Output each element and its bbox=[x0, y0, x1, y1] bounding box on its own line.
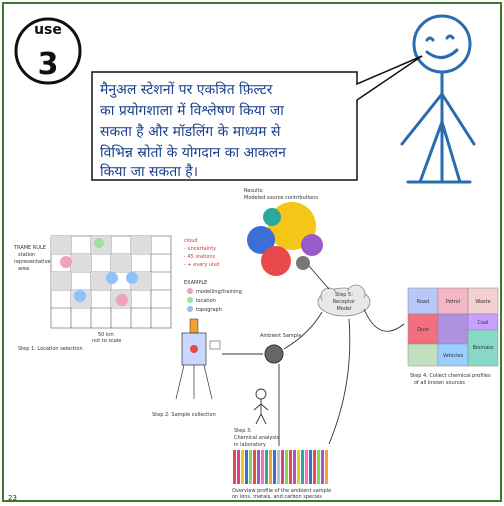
speech-line: सकता है और मॉडलिंग के माध्यम से bbox=[100, 123, 281, 140]
speech-line: मैनुअल स्टेशनों पर एकत्रित फ़िल्टर bbox=[100, 81, 273, 98]
overview-label: Overview profile of the ambient sample bbox=[232, 488, 331, 494]
grid-title: representative bbox=[14, 259, 50, 265]
speech-line: विभिन्न स्रोतों के योगदान का आकलन bbox=[100, 144, 286, 161]
sample-item: topograph bbox=[196, 307, 222, 313]
legend-item: - + every ulsd bbox=[184, 262, 219, 268]
sampler-station bbox=[175, 318, 221, 400]
step3-label: in laboratory bbox=[234, 442, 266, 448]
legend-item: - uncertainty bbox=[184, 246, 216, 252]
stick-figure bbox=[400, 14, 476, 184]
grid-size: 50 km bbox=[98, 332, 114, 338]
sample-item: location bbox=[196, 298, 216, 304]
sample-item: modelling/training bbox=[196, 289, 242, 295]
grid-shading bbox=[51, 236, 151, 308]
speech-line: का प्रयोगशाला में विश्लेषण किया जा bbox=[100, 102, 284, 119]
ambient-label: Ambient Sample bbox=[260, 333, 301, 339]
step3-label: Chemical analysis bbox=[234, 435, 279, 441]
grid-title: TRAME RULE bbox=[13, 245, 46, 251]
result-label: Results: bbox=[244, 188, 264, 194]
source-label: Road bbox=[417, 299, 430, 305]
step4-label: Step 4: Collect chemical profiles bbox=[410, 373, 491, 379]
grid-title: station bbox=[18, 252, 35, 258]
arrow bbox=[283, 311, 323, 350]
scientist-figure bbox=[253, 388, 269, 425]
grid-size: not to scale bbox=[92, 338, 121, 344]
speech-line: किया जा सकता है। bbox=[100, 163, 198, 180]
source-label: Dust bbox=[417, 327, 429, 333]
speech-bubble: मैनुअल स्टेशनों पर एकत्रित फ़िल्टर का प्… bbox=[91, 55, 423, 181]
overview-label: on ions, metals, and carbon species bbox=[232, 494, 322, 500]
source-label: Petrol bbox=[446, 299, 460, 305]
legend-item: - 45 stations bbox=[184, 254, 216, 260]
result-label: Modeled source contributions bbox=[244, 195, 318, 201]
step4-label: of all known sources bbox=[414, 380, 465, 386]
source-label: Vehicles bbox=[443, 353, 464, 359]
arrow bbox=[308, 265, 330, 290]
grid-title: area bbox=[18, 266, 29, 272]
badge-word: use bbox=[34, 22, 62, 38]
receptor-model-cloud: Step 5: Receptor Model bbox=[317, 284, 371, 317]
source-label: Coal bbox=[477, 320, 488, 326]
step5-label: Model bbox=[336, 306, 351, 312]
step3-label: Step 3: bbox=[234, 428, 252, 434]
source-label: Biomass bbox=[472, 345, 493, 351]
step2-label: Step 2: Sample collection bbox=[152, 412, 216, 418]
step1-label: Step 1: Location selection bbox=[18, 346, 83, 352]
use-badge: use 3 bbox=[14, 17, 82, 85]
results-pie: Results: Modeled source contributions bbox=[244, 188, 323, 276]
page-number: 23 bbox=[8, 494, 17, 502]
chemical-profile-bars bbox=[232, 450, 332, 484]
arrow bbox=[328, 318, 351, 445]
step5-label: Receptor bbox=[333, 299, 356, 305]
illustration: use 3 मैनुअल स्टेशनों पर एकत्रित फ़िल्टर… bbox=[8, 14, 499, 502]
legend-item: cloud bbox=[184, 238, 198, 244]
ambient-sample bbox=[264, 344, 284, 364]
source-label: Waste bbox=[475, 299, 490, 305]
badge-number: 3 bbox=[38, 47, 59, 82]
arrow bbox=[363, 308, 405, 332]
step5-label: Step 5: bbox=[335, 292, 353, 298]
sample-title: EXAMPLE bbox=[184, 280, 207, 286]
source-profiles: Road Petrol Waste Dust Coal Biomass Vehi… bbox=[407, 287, 499, 367]
